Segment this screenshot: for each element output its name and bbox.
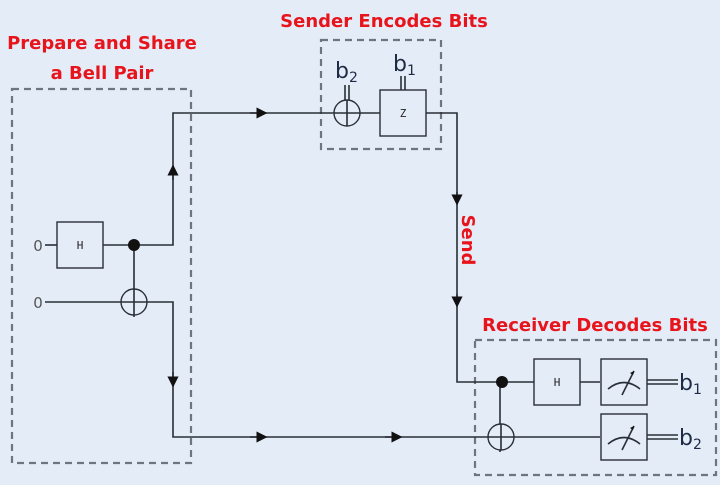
qubit-init-top: 0 [33, 237, 43, 255]
wire-q1-send-to-receiver [426, 112, 600, 383]
wire-q1-to-sender [103, 112, 380, 246]
x-gate-target-icon [333, 99, 361, 127]
prepare-title-line1: Prepare and Share [7, 33, 197, 54]
z-gate-label: Z [400, 107, 407, 120]
measurement-meter-icon [600, 413, 648, 461]
sender-group-box [319, 38, 443, 151]
cnot-control-dot [128, 239, 140, 251]
measurement-meter-icon [600, 358, 648, 406]
prepare-title-line2: a Bell Pair [51, 63, 154, 84]
z-gate [379, 89, 427, 137]
h-gate-prepare [56, 221, 104, 269]
receiver-group-box [473, 338, 718, 477]
prepare-group-box [10, 87, 193, 465]
classical-output-b1 [647, 379, 678, 385]
classical-output-b2 [647, 434, 678, 440]
cnot-receiver-target-icon [487, 423, 515, 451]
output-bit-b1: b1 [679, 371, 702, 398]
h-gate-receiver-label: H [554, 376, 561, 389]
classical-wire-b1 [400, 76, 406, 90]
output-bit-b2: b2 [679, 426, 702, 453]
sender-title: Sender Encodes Bits [280, 11, 488, 32]
receiver-title: Receiver Decodes Bits [482, 315, 708, 336]
classical-wire-b2 [344, 85, 350, 100]
cnot-target-icon [120, 288, 148, 316]
sender-bit-b2: b2 [335, 59, 358, 86]
send-label: Send [457, 215, 478, 266]
qubit-init-bottom: 0 [33, 294, 43, 312]
sender-bit-b1: b1 [393, 52, 416, 79]
h-gate-prepare-label: H [77, 239, 84, 252]
h-gate-receiver [533, 358, 581, 406]
cnot-receiver-control-dot [496, 376, 508, 388]
